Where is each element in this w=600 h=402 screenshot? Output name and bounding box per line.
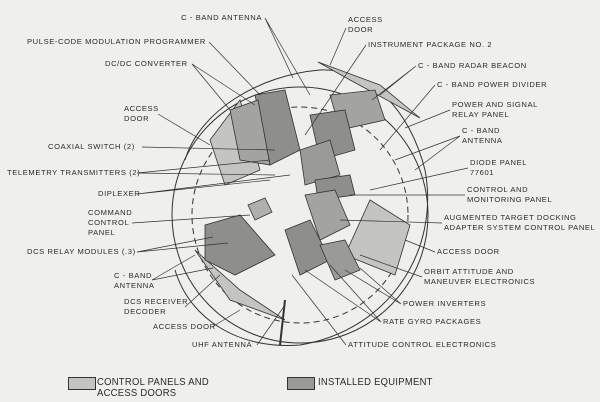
access-door-top-shape [317,61,421,119]
inverters-shape [319,239,361,281]
access-door-bottom-shape [194,249,286,321]
line: ANTENNA [114,281,155,290]
label-rate-gyro-packages: RATE GYRO PACKAGES [383,317,482,326]
label-coaxial-switch: COAXIAL SWITCH (2) [48,142,135,151]
line: ORBIT ATTITUDE AND [424,267,514,276]
line: ANTENNA [462,136,503,145]
label-access-door-bottom: ACCESS DOOR [153,322,216,331]
line: CONTROL AND [467,185,529,194]
label-instrument-package: INSTRUMENT PACKAGE NO. 2 [368,40,493,49]
access-door-left-shape [209,99,261,186]
line: DCS RECEIVER [124,297,189,306]
label-power-inverters: POWER INVERTERS [403,299,487,308]
line: ACCESS DOORS [97,387,177,399]
line: ACCESS [348,15,383,24]
label-diplexer: DIPLEXER [98,189,141,198]
line: DOOR [348,25,374,34]
label-c-band-antenna-top: C - BAND ANTENNA [181,13,262,22]
line: PANEL [88,228,116,237]
line: CONTROL [88,218,130,227]
center-box-shape [299,139,341,186]
label-dc-dc-converter: DC/DC CONVERTER [105,59,188,68]
line: AUGMENTED TARGET DOCKING [444,213,577,222]
legend-swatch-panels [68,377,96,390]
label-attitude-control-electronics: ATTITUDE CONTROL ELECTRONICS [348,340,497,349]
line: MONITORING PANEL [467,195,553,204]
line: C - BAND [114,271,153,280]
label-pcm-programmer: PULSE-CODE MODULATION PROGRAMMER [27,37,206,46]
leader-lines [131,17,469,346]
line: CONTROL PANELS AND [97,376,209,388]
legend-swatch-equipment [287,377,315,390]
command-panel-shape [247,197,273,221]
dc-converter-shape [229,99,271,166]
dashed-ring [191,106,409,324]
ring-outline [171,86,429,344]
line: ACCESS [124,104,159,113]
label-access-door-right: ACCESS DOOR [437,247,500,256]
line: C - BAND [462,126,501,135]
label-c-band-power-divider: C - BAND POWER DIVIDER [437,80,548,89]
line: DECODER [124,307,167,316]
line: POWER AND SIGNAL [452,100,538,109]
line: COMMAND [88,208,133,217]
outer-shell [174,69,429,347]
atda-panel-shape [344,199,411,276]
label-telemetry-transmitters: TELEMETRY TRANSMITTERS (2) [7,168,141,177]
line: DIODE PANEL [470,158,528,167]
dcs-box-shape [204,214,276,276]
line: ADAPTER SYSTEM CONTROL PANEL [444,223,596,232]
line: 77601 [470,168,495,177]
label-uhf-antenna: UHF ANTENNA [192,340,253,349]
orbit-electronics-shape [304,189,351,241]
label-dcs-relay-modules: DCS RELAY MODULES (.3) [27,247,136,256]
line: RELAY PANEL [452,110,510,119]
line: DOOR [124,114,150,123]
legend-equipment-label: INSTALLED EQUIPMENT [318,376,433,388]
line: MANEUVER ELECTRONICS [424,277,536,286]
label-c-band-radar-beacon: C - BAND RADAR BEACON [418,61,527,70]
